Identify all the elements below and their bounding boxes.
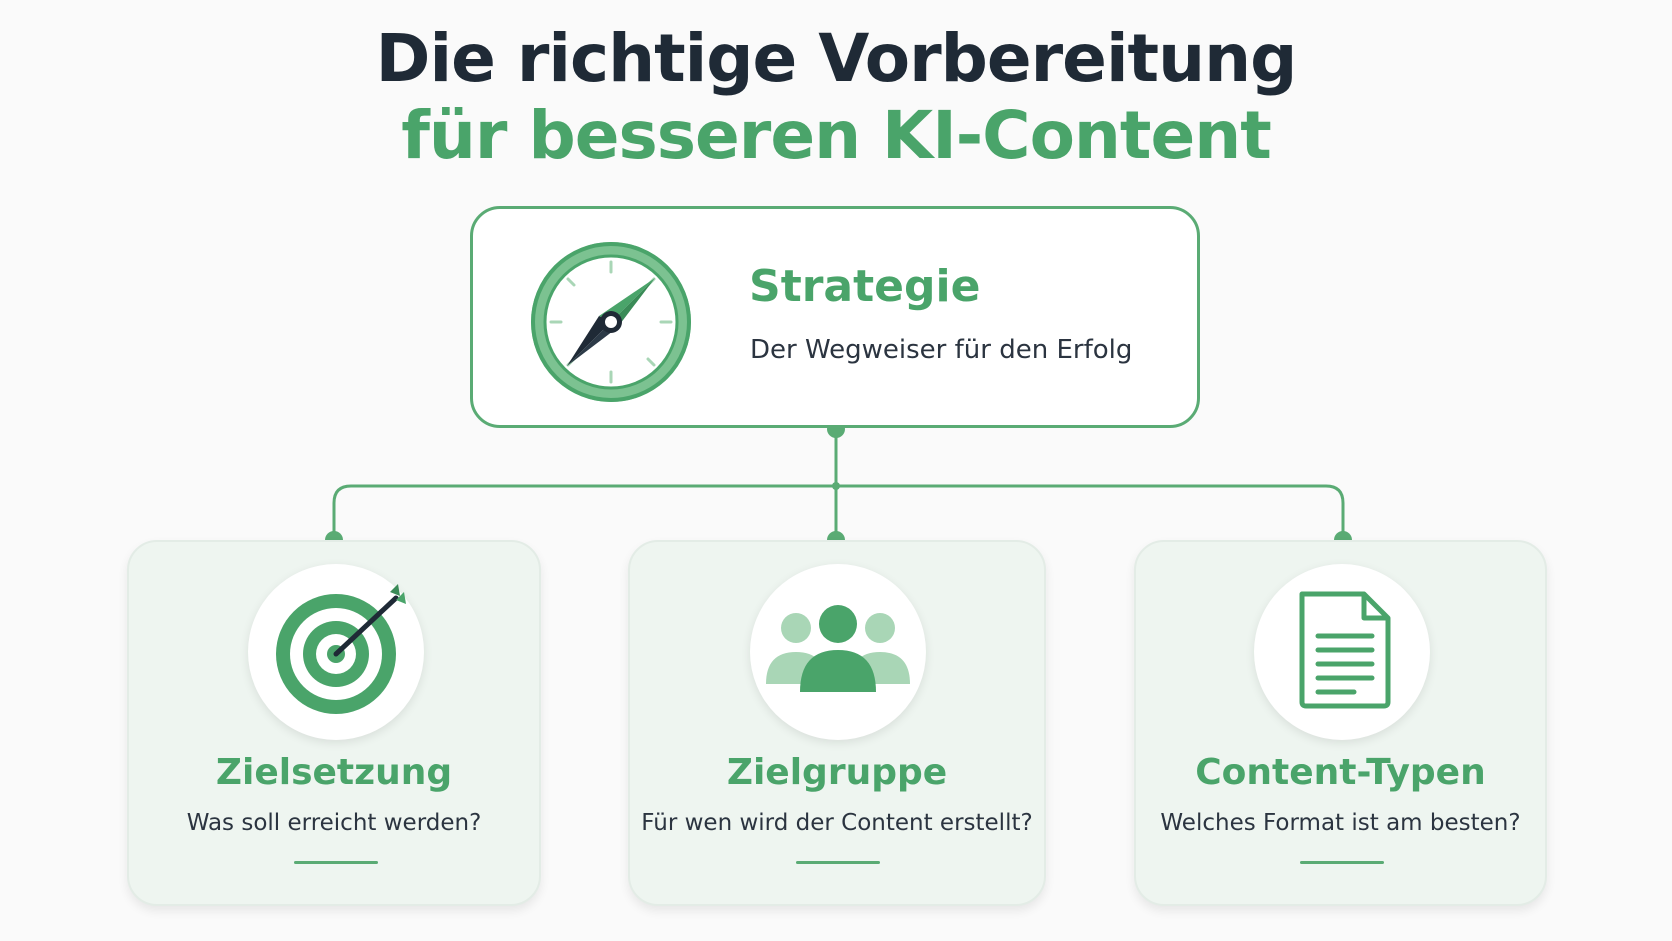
card-title: Zielsetzung xyxy=(215,752,453,793)
people-icon xyxy=(766,605,910,692)
card-underline xyxy=(294,861,378,864)
strategy-box: Strategie Der Wegweiser für den Erfolg xyxy=(470,206,1200,428)
card-subtitle: Welches Format ist am besten? xyxy=(1160,810,1521,836)
card-content-typen: Content-Typen Welches Format ist am best… xyxy=(1134,540,1547,906)
card-title: Content-Typen xyxy=(1195,752,1486,793)
strategy-title: Strategie xyxy=(749,261,981,312)
icon-circle xyxy=(1254,564,1430,740)
title-line-2: für besseren KI-Content xyxy=(401,97,1272,174)
title-line-1: Die richtige Vorbereitung xyxy=(375,20,1298,97)
card-underline xyxy=(796,861,880,864)
card-title: Zielgruppe xyxy=(726,752,948,793)
card-underline xyxy=(1300,861,1384,864)
compass-icon xyxy=(531,242,691,402)
card-subtitle: Für wen wird der Content erstellt? xyxy=(641,810,1033,836)
card-zielgruppe: Zielgruppe Für wen wird der Content erst… xyxy=(628,540,1046,906)
document-icon xyxy=(1299,591,1391,709)
icon-circle xyxy=(248,564,424,740)
target-icon xyxy=(276,584,406,714)
card-zielsetzung: Zielsetzung Was soll erreicht werden? xyxy=(127,540,541,906)
icon-circle xyxy=(750,564,926,740)
card-subtitle: Was soll erreicht werden? xyxy=(186,810,482,836)
strategy-subtitle: Der Wegweiser für den Erfolg xyxy=(750,335,1133,365)
